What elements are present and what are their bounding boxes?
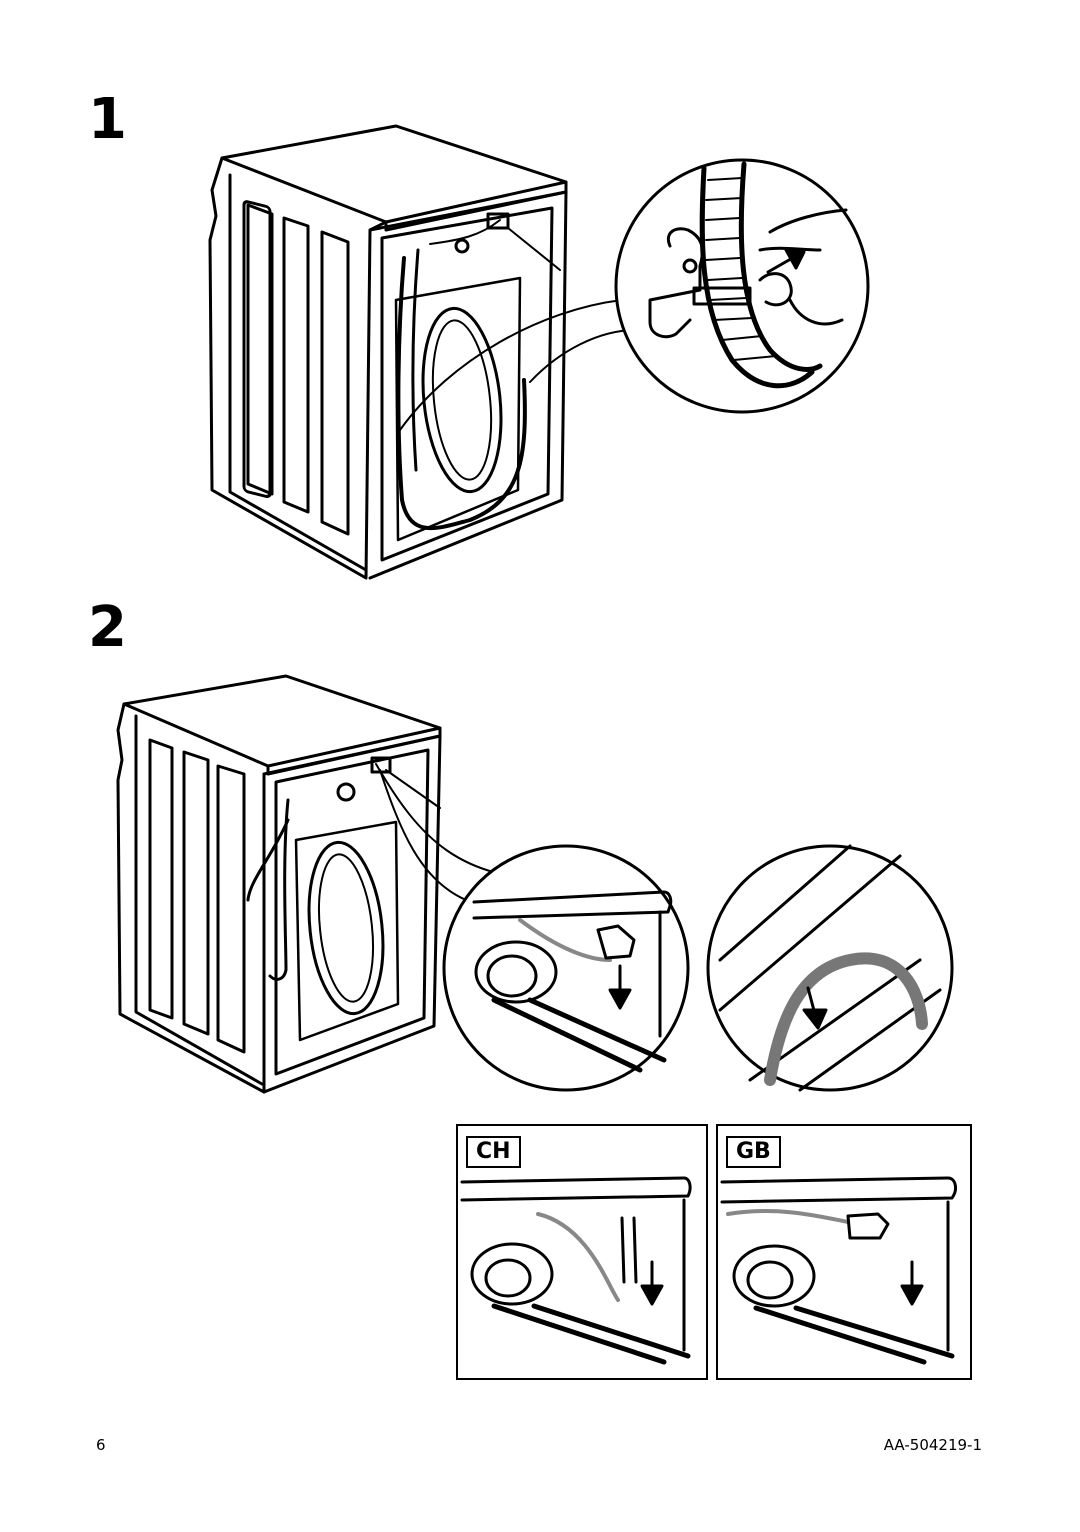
step-number-2: 2 xyxy=(88,595,127,660)
down-arrow-icon-4 xyxy=(900,1260,924,1306)
ch-plug-illustration xyxy=(460,1176,692,1365)
down-arrow-icon-3 xyxy=(640,1260,664,1306)
hose-clip-detail xyxy=(614,158,870,414)
document-code: AA-504219-1 xyxy=(883,1436,982,1454)
hand-icon xyxy=(758,208,848,326)
region-panel-ch: CH xyxy=(456,1124,708,1380)
page-number: 6 xyxy=(96,1436,106,1454)
gb-plug-illustration xyxy=(720,1176,957,1365)
region-label-ch: CH xyxy=(466,1136,521,1169)
down-arrow-icon xyxy=(608,964,632,1010)
washing-machine-rear-illustration-2 xyxy=(116,674,561,1094)
down-arrow-icon-2 xyxy=(802,986,828,1030)
region-label-gb: GB xyxy=(726,1136,781,1169)
washing-machine-rear-illustration xyxy=(208,124,637,580)
drain-hose-detail-left xyxy=(442,844,690,1092)
region-panel-gb: GB xyxy=(716,1124,972,1380)
drain-hose-detail-right xyxy=(706,844,954,1092)
push-arrow-icon xyxy=(766,248,806,274)
step-number-1: 1 xyxy=(88,87,127,152)
